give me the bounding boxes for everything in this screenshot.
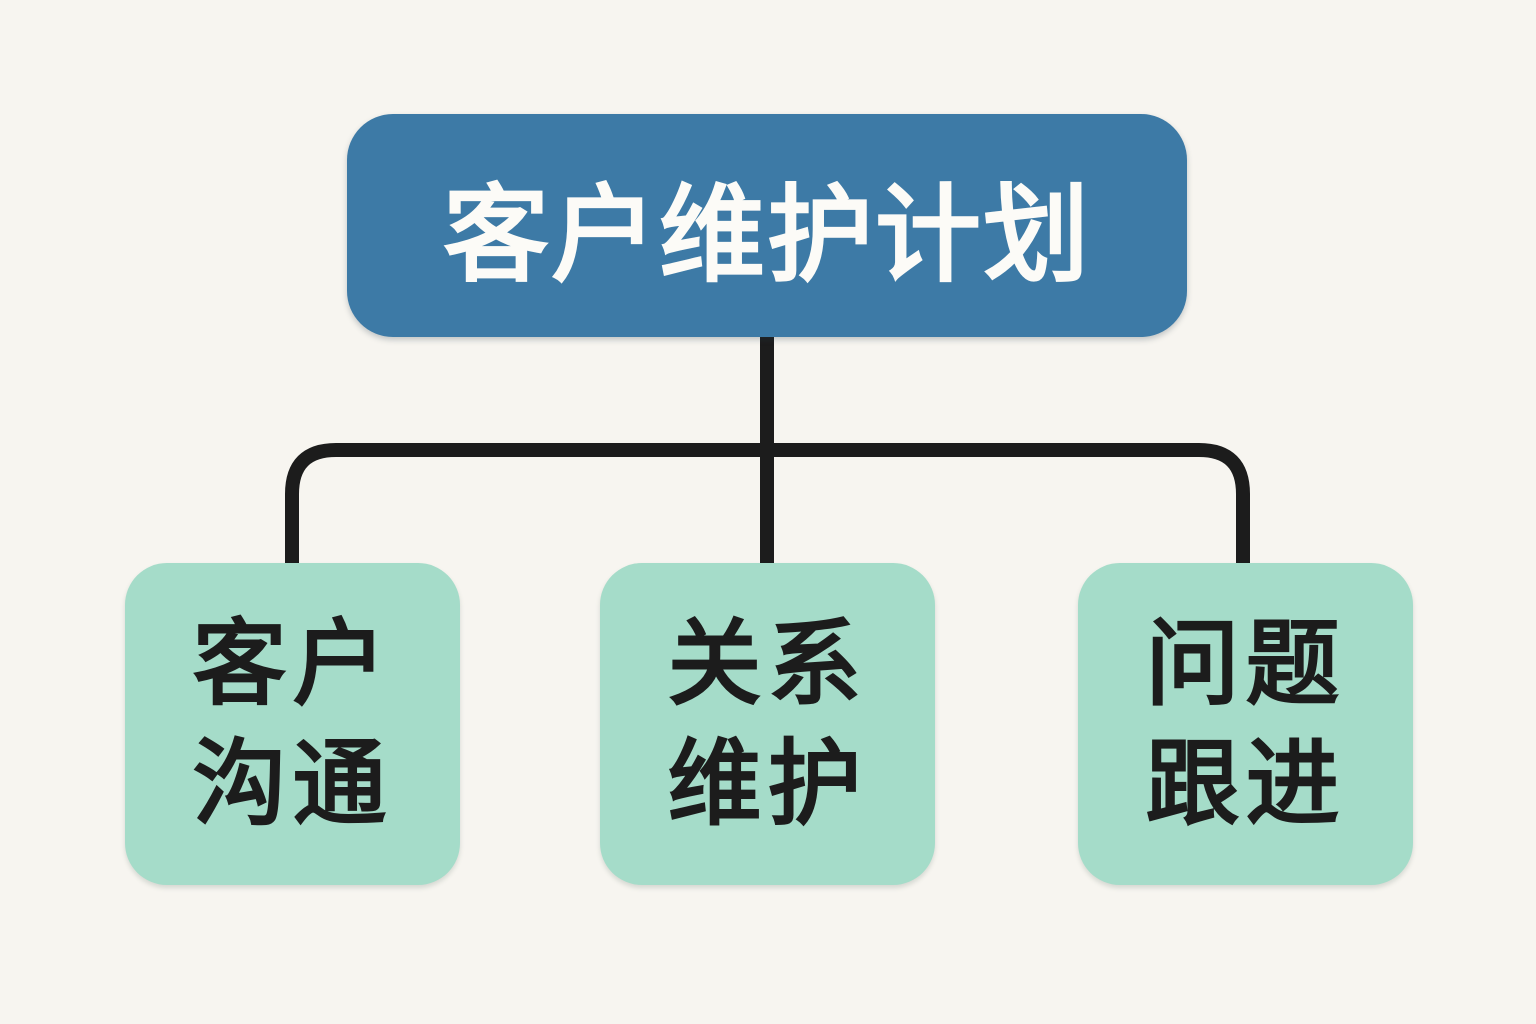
label-line: 维护 [667,731,868,836]
connector-rail [285,443,1250,567]
label-line: 跟进 [1145,731,1346,836]
child-node-customer-communication: 客户 沟通 [125,563,460,885]
label-line: 客户 [192,610,393,716]
label-line: 问题 [1145,610,1346,716]
label-line: 沟通 [192,731,393,836]
root-node-label: 客户维护计划 [443,176,1091,295]
child-node-issue-follow-up: 问题 跟进 [1078,563,1413,885]
label-line: 关系 [667,610,868,716]
child-node-label: 关系 维护 [667,604,867,845]
child-node-relationship-maintenance: 关系 维护 [600,563,935,885]
child-node-label: 问题 跟进 [1145,604,1345,845]
child-node-label: 客户 沟通 [192,604,392,845]
root-node-customer-maintenance-plan: 客户维护计划 [347,114,1187,337]
